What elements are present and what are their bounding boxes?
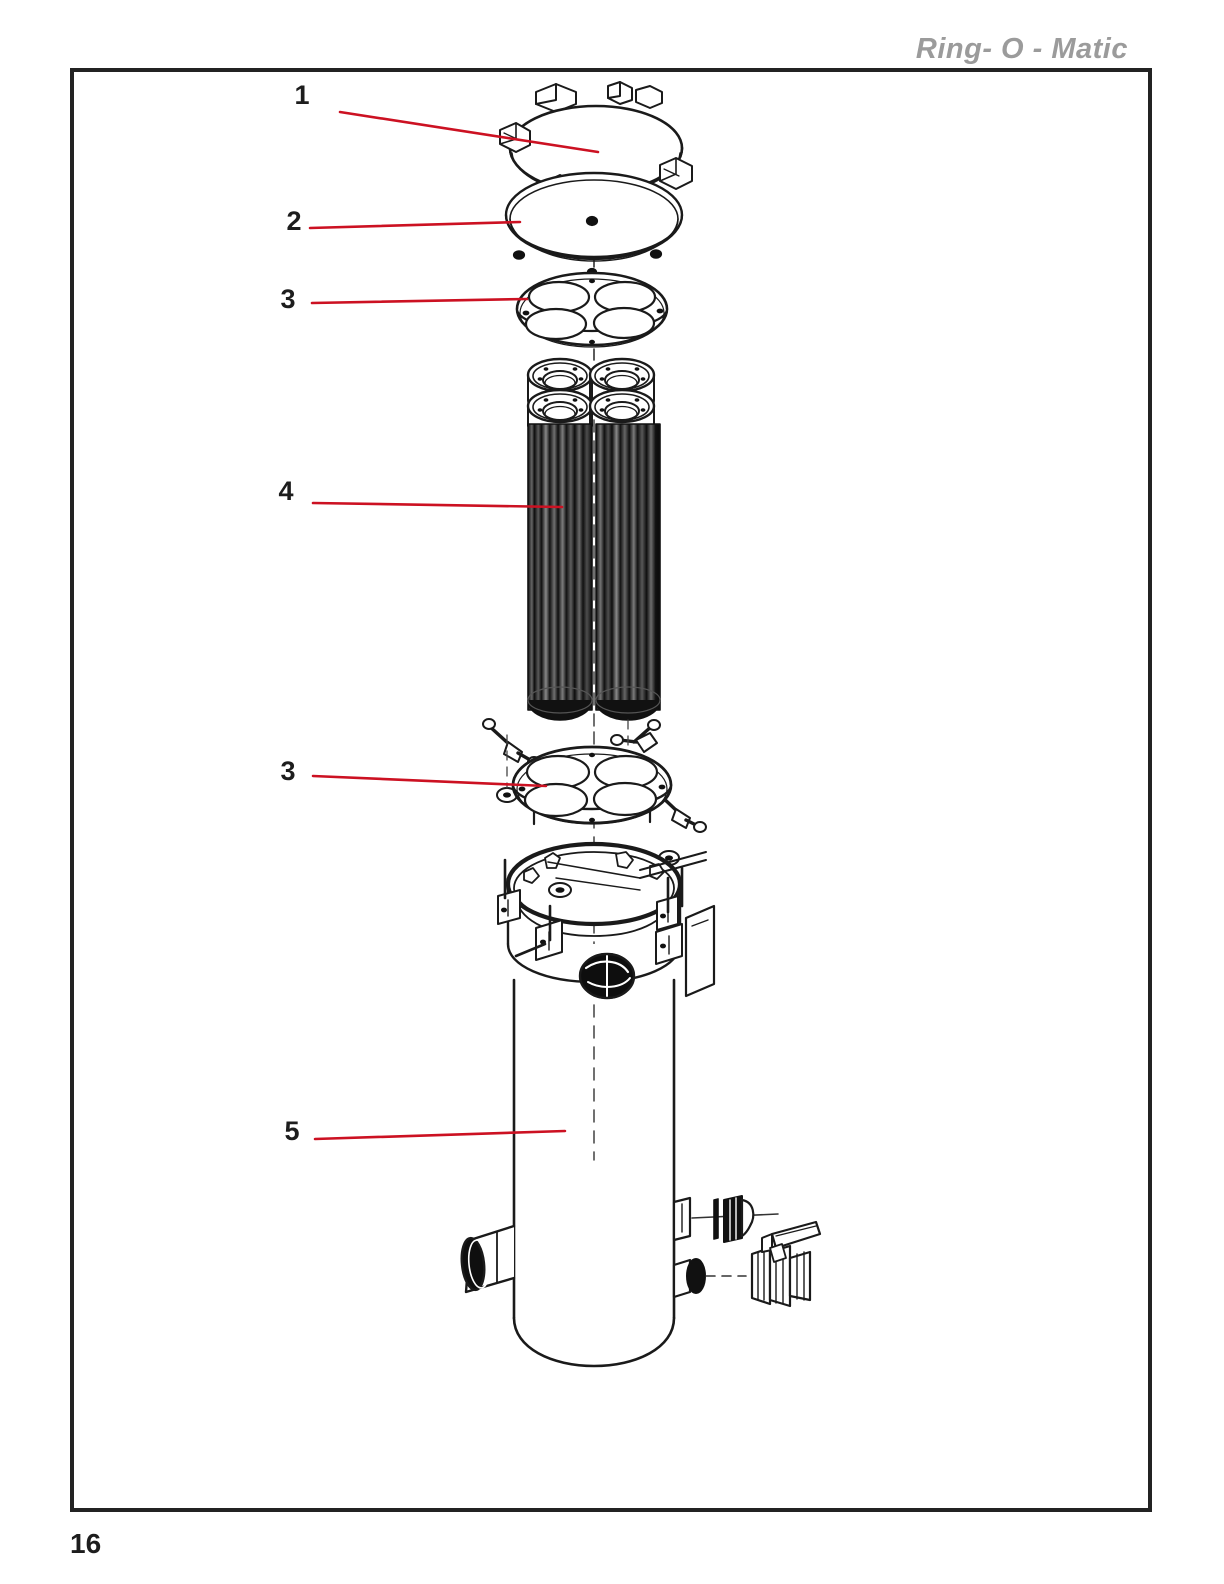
callout-numbers: 1 2 3 4 3 5 [278,80,309,1146]
part-inlet-pipe [460,1224,516,1294]
part-lid-gasket-ring [504,171,684,262]
callout-label-4: 4 [278,476,293,506]
callout-label-3-lower: 3 [280,756,295,786]
callout-leader-lines [308,110,600,1141]
callout-label-5: 5 [284,1116,299,1146]
part-ball-valve [672,1220,822,1308]
part-upper-tube-sheet-plate [515,271,669,348]
part-vessel-body [512,978,676,1368]
page-number: 16 [70,1528,102,1559]
callout-label-2: 2 [286,206,301,236]
part-filter-cartridges [527,423,661,721]
callout-label-3-upper: 3 [280,284,295,314]
callout-label-1: 1 [294,80,309,110]
part-sight-plug [672,1195,779,1243]
page-header-title: Ring- O - Matic [915,33,1128,65]
part-lower-tube-sheet-plate [511,745,673,826]
part-filter-caps [526,357,656,427]
figure-frame [70,68,1152,1512]
part-vessel-rim [497,841,716,1000]
